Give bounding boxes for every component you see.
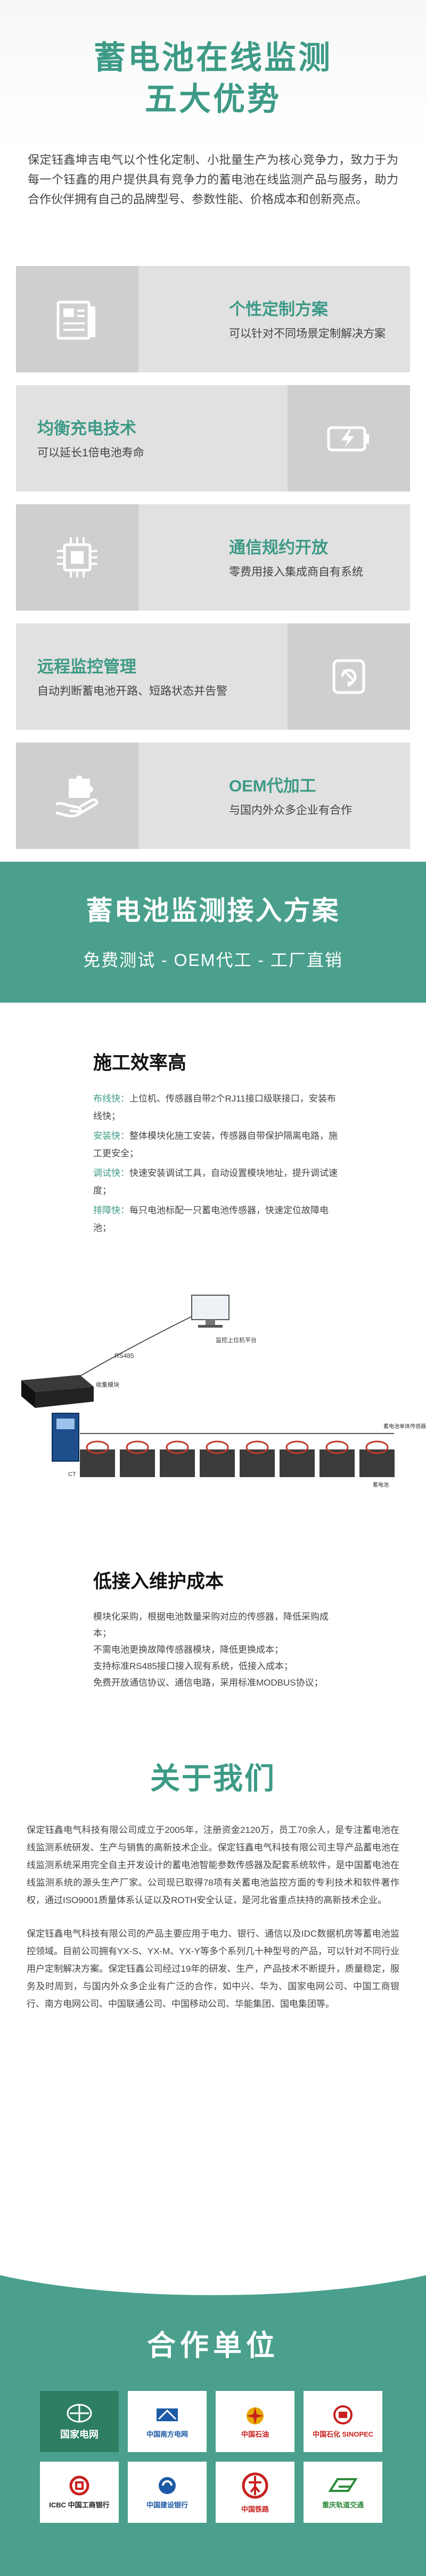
cq-rail-logo: 重庆轨道交通 bbox=[304, 2462, 382, 2523]
list-item: 安装快：整体模块化施工安装，传感器自带保护隔离电路，施工更安全； bbox=[93, 1127, 343, 1162]
railway-logo: 中国铁路 bbox=[216, 2462, 294, 2523]
wiring-diagram-svg: 监控上位机平台 RS485 收集模块 CT bbox=[21, 1295, 426, 1488]
feature-text: OEM代加工 与国内外众多企业有合作 bbox=[229, 743, 399, 849]
logo-name: 中国石油 bbox=[241, 2430, 269, 2438]
item-value: 每只电池标配一只蓄电池传感器，快速定位故障电池； bbox=[93, 1205, 329, 1233]
feature-desc: 与国内外众多企业有合作 bbox=[229, 804, 352, 816]
item-key: 安装快： bbox=[93, 1131, 129, 1141]
partners-section: 合作单位 国家电网 中国南方电网 中国石油 中国石化 SINOPEC ICBC … bbox=[0, 2167, 426, 2576]
document-icon bbox=[16, 266, 138, 372]
about-paragraph: 保定钰鑫电气科技有限公司成立于2005年，注册资金2120万，员工70余人，是专… bbox=[27, 1825, 399, 1905]
efficiency-section: 施工效率高 布线快：上位机、传感器自带2个RJ11接口级联接口，安装布线快； 安… bbox=[0, 1003, 426, 1237]
battery-string bbox=[80, 1449, 395, 1477]
feature-text: 远程监控管理 自动判断蓄电池开路、短路状态并告警 bbox=[37, 623, 293, 730]
list-item: 模块化采购，根据电池数量采购对应的传感器，降低采购成本； bbox=[93, 1612, 329, 1638]
feature-text: 均衡充电技术 可以延长1倍电池寿命 bbox=[37, 385, 293, 491]
collector-module bbox=[21, 1375, 94, 1408]
ccb-logo: 中国建设银行 bbox=[128, 2462, 207, 2523]
feature-card-protocol: 通信规约开放 零费用接入集成商自有系统 bbox=[16, 504, 410, 611]
logo-name: 重庆轨道交通 bbox=[322, 2501, 364, 2509]
chip-icon bbox=[16, 504, 138, 611]
sensor-label: 蓄电池单体传感器 bbox=[383, 1423, 426, 1430]
item-value: 上位机、传感器自带2个RJ11接口级联接口，安装布线快； bbox=[93, 1094, 336, 1121]
feature-title: 均衡充电技术 bbox=[37, 419, 136, 438]
feature-card-remote: 远程监控管理 自动判断蓄电池开路、短路状态并告警 bbox=[16, 623, 410, 730]
icbc-logo: ICBC 中国工商银行 bbox=[40, 2462, 119, 2523]
feature-title: 远程监控管理 bbox=[37, 657, 136, 676]
host-label: 收集模块 bbox=[96, 1381, 119, 1388]
logo-name: 中国南方电网 bbox=[146, 2430, 188, 2438]
item-key: 布线快： bbox=[93, 1094, 129, 1104]
ct-label: CT bbox=[68, 1471, 76, 1478]
feature-title: 通信规约开放 bbox=[229, 538, 328, 557]
logo-name: ICBC 中国工商银行 bbox=[49, 2501, 110, 2509]
wiring-diagram: 监控上位机平台 RS485 收集模块 CT bbox=[0, 1274, 426, 1524]
hero-title-line2: 五大优势 bbox=[145, 81, 281, 117]
hero-title: 蓄电池在线监测 五大优势 bbox=[0, 37, 426, 120]
rs485-label: RS485 bbox=[114, 1352, 134, 1360]
feature-desc: 自动判断蓄电池开路、短路状态并告警 bbox=[37, 685, 227, 697]
sensor-loops bbox=[86, 1440, 389, 1454]
efficiency-list: 布线快：上位机、传感器自带2个RJ11接口级联接口，安装布线快； 安装快：整体模… bbox=[93, 1090, 343, 1237]
about-title: 关于我们 bbox=[150, 1762, 276, 1795]
feature-text: 通信规约开放 零费用接入集成商自有系统 bbox=[229, 504, 399, 611]
logo-name: 中国铁路 bbox=[241, 2505, 269, 2513]
features-list: 个性定制方案 可以针对不同场景定制解决方案 均衡充电技术 可以延长1倍电池寿命 bbox=[0, 266, 426, 849]
feature-card-balance-charge: 均衡充电技术 可以延长1倍电池寿命 bbox=[16, 385, 410, 491]
maintenance-section: 低接入维护成本 模块化采购，根据电池数量采购对应的传感器，降低采购成本； 不需电… bbox=[0, 1524, 426, 1691]
maintenance-list: 模块化采购，根据电池数量采购对应的传感器，降低采购成本； 不需电池更换故障传感器… bbox=[93, 1608, 333, 1691]
list-item: 免费开放通信协议、通信电路，采用标准MODBUS协议； bbox=[93, 1678, 323, 1688]
monitor-icon bbox=[191, 1295, 230, 1328]
hero-intro: 保定钰鑫坤吉电气以个性化定制、小批量生产为核心竞争力，致力于为每一个钰鑫的用户提… bbox=[28, 153, 398, 206]
hero-section: 蓄电池在线监测 五大优势 保定钰鑫坤吉电气以个性化定制、小批量生产为核心竞争力，… bbox=[0, 0, 426, 277]
logo-name: 国家电网 bbox=[60, 2429, 99, 2440]
battery-label: 蓄电池 bbox=[373, 1481, 389, 1488]
feature-title: 个性定制方案 bbox=[229, 299, 328, 319]
petrochina-logo: 中国石油 bbox=[216, 2391, 294, 2452]
efficiency-heading: 施工效率高 bbox=[93, 1053, 187, 1073]
band-title: 蓄电池监测接入方案 bbox=[86, 896, 340, 926]
feature-card-custom: 个性定制方案 可以针对不同场景定制解决方案 bbox=[16, 266, 410, 372]
partner-logo-grid: 国家电网 中国南方电网 中国石油 中国石化 SINOPEC ICBC 中国工商银… bbox=[40, 2391, 382, 2523]
state-grid-logo: 国家电网 bbox=[40, 2391, 119, 2452]
list-item: 布线快：上位机、传感器自带2个RJ11接口级联接口，安装布线快； bbox=[93, 1090, 343, 1125]
list-item: 支持标准RS485接口接入现有系统，低接入成本； bbox=[93, 1661, 293, 1671]
battery-charge-icon bbox=[288, 385, 410, 491]
item-value: 快速安装调试工具，自动设置模块地址，提升调试速度； bbox=[93, 1168, 338, 1196]
solution-band: 蓄电池监测接入方案 免费测试 - OEM代工 - 工厂直销 bbox=[0, 862, 426, 1003]
logo-name: 中国石化 SINOPEC bbox=[312, 2430, 374, 2438]
partners-title: 合作单位 bbox=[147, 2330, 279, 2362]
feature-desc: 可以针对不同场景定制解决方案 bbox=[229, 327, 386, 340]
sinopec-logo: 中国石化 SINOPEC bbox=[304, 2391, 382, 2452]
logo-name: 中国建设银行 bbox=[146, 2501, 188, 2509]
feature-title: OEM代加工 bbox=[229, 776, 316, 795]
csg-logo: 中国南方电网 bbox=[128, 2391, 207, 2452]
platform-label: 监控上位机平台 bbox=[216, 1336, 257, 1344]
list-item: 调试快：快速安装调试工具，自动设置模块地址，提升调试速度； bbox=[93, 1164, 343, 1199]
maintenance-heading: 低接入维护成本 bbox=[93, 1571, 224, 1592]
list-item: 不需电池更换故障传感器模块，降低更换成本； bbox=[93, 1645, 283, 1655]
item-key: 排障快： bbox=[93, 1205, 129, 1215]
hand-puzzle-icon bbox=[16, 743, 138, 849]
band-subtitle: 免费测试 - OEM代工 - 工厂直销 bbox=[83, 951, 343, 970]
remote-monitor-icon bbox=[288, 623, 410, 730]
list-item: 排障快：每只电池标配一只蓄电池传感器，快速定位故障电池； bbox=[93, 1202, 343, 1237]
about-section: 关于我们 保定钰鑫电气科技有限公司成立于2005年，注册资金2120万，员工70… bbox=[0, 1691, 426, 2013]
feature-desc: 可以延长1倍电池寿命 bbox=[37, 446, 144, 459]
item-key: 调试快： bbox=[93, 1168, 129, 1178]
feature-text: 个性定制方案 可以针对不同场景定制解决方案 bbox=[229, 266, 399, 372]
about-paragraph: 保定钰鑫电气科技有限公司的产品主要应用于电力、银行、通信以及IDC数据机房等蓄电… bbox=[27, 1929, 399, 2009]
item-value: 整体模块化施工安装，传感器自带保护隔离电路，施工更安全； bbox=[93, 1131, 338, 1158]
feature-desc: 零费用接入集成商自有系统 bbox=[229, 565, 363, 578]
hero-title-line1: 蓄电池在线监测 bbox=[94, 40, 332, 76]
decorative-arc bbox=[0, 2167, 426, 2295]
feature-card-oem: OEM代加工 与国内外众多企业有合作 bbox=[16, 743, 410, 849]
